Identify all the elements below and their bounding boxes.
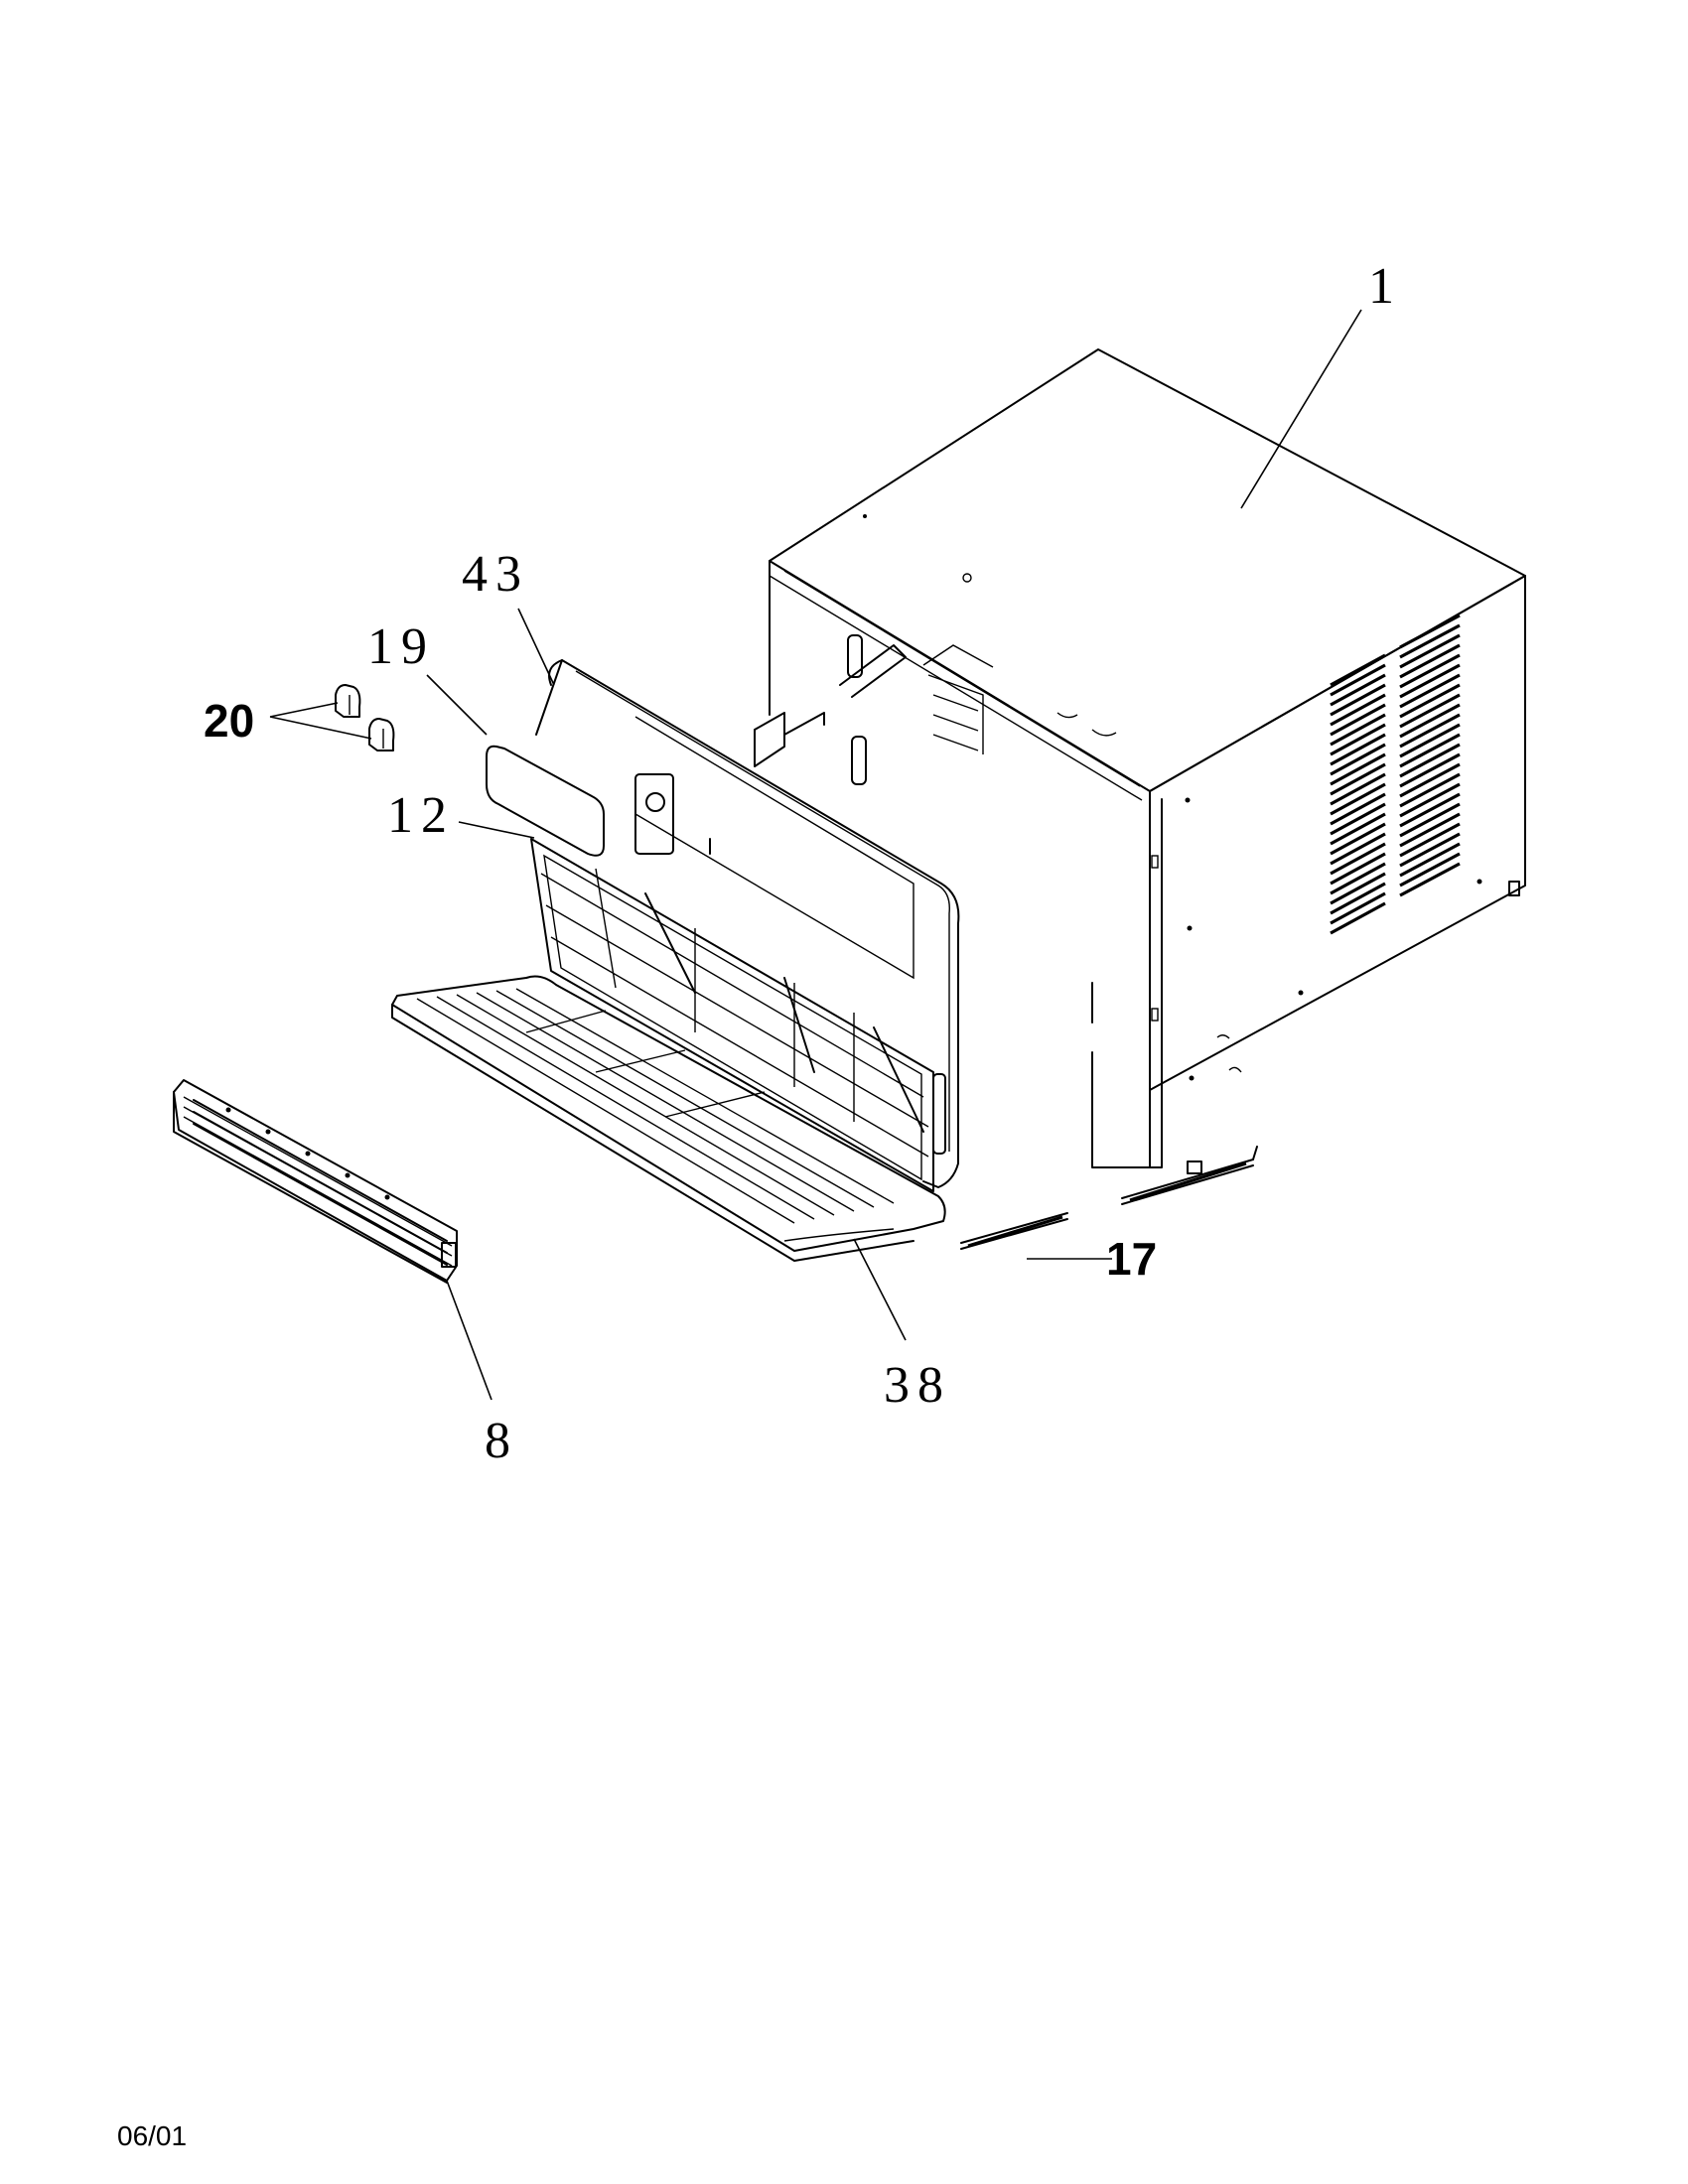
callout-8: 8 [485,1413,518,1469]
callout-38: 38 [884,1357,951,1414]
side-grille-left [1330,653,1386,935]
leader-line-12 [458,821,535,839]
label-part-19 [486,745,605,857]
leader-line-43 [517,608,555,686]
caps-part-20 [335,684,395,751]
side-grille-right [1399,614,1461,897]
callout-19: 19 [367,618,435,675]
leader-line-1 [1240,309,1362,509]
cabinet-part-1 [754,348,1526,1174]
leader-line-19 [426,674,488,736]
leader-line-38 [853,1238,907,1341]
callout-20: 20 [204,695,254,747]
front-panel-part-43 [535,659,960,1188]
filter-tray-part-38 [391,975,946,1262]
leader-line-20 [269,702,372,740]
revision-date: 06/01 [117,2120,188,2151]
leader-line-8 [446,1280,492,1401]
seal-strips-part-17 [960,1146,1258,1250]
callout-1: 1 [1368,258,1402,315]
callout-12: 12 [387,787,455,844]
grille-part-8 [173,1079,458,1284]
callout-43: 43 [462,546,529,603]
filter-frame-part-12 [530,838,934,1192]
callout-17: 17 [1106,1233,1157,1285]
